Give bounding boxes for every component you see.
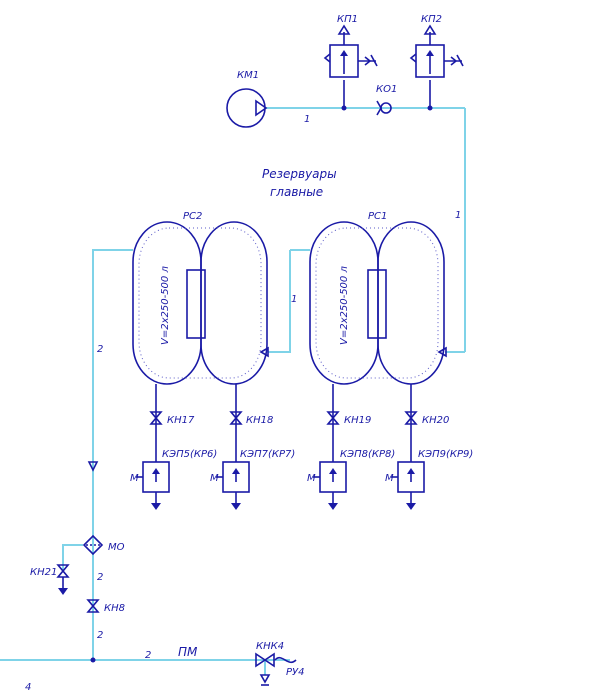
pc1-tank-right bbox=[377, 221, 445, 385]
drain-assembly-kn18 bbox=[216, 384, 250, 510]
valve-kn21 bbox=[56, 564, 70, 595]
label-kn18: КН18 bbox=[246, 415, 273, 426]
kn18-valve-icon bbox=[229, 411, 243, 425]
line-label-1-mid: 1 bbox=[291, 294, 297, 305]
kn21-valve-icon bbox=[56, 564, 70, 578]
label-ko1: КО1 bbox=[376, 84, 397, 95]
drain-assembly-kn20 bbox=[391, 384, 425, 510]
compressor-arrow-icon bbox=[255, 99, 268, 117]
pipe-left-riser bbox=[92, 249, 133, 660]
label-kn21: КН21 bbox=[30, 567, 57, 578]
drain-assembly-kn19 bbox=[313, 384, 347, 510]
pipe-kn21-branch bbox=[62, 544, 83, 570]
label-kep8: КЭП8(КР8) bbox=[340, 449, 395, 460]
label-kep9: КЭП9(КР9) bbox=[418, 449, 473, 460]
reservoir-pc1 bbox=[309, 221, 445, 385]
safety-valve-kp1 bbox=[323, 24, 378, 108]
valve-kn8 bbox=[86, 599, 100, 613]
label-kp1: КП1 bbox=[337, 14, 358, 25]
mo-body bbox=[82, 534, 104, 556]
label-knk4: КНК4 bbox=[256, 641, 284, 652]
pc2-window bbox=[186, 269, 206, 339]
line-label-1-right: 1 bbox=[455, 210, 461, 221]
check-valve-seat bbox=[376, 100, 382, 116]
pc1-window bbox=[367, 269, 387, 339]
label-kn19: КН19 bbox=[344, 415, 371, 426]
pc1-inlet-arrow-icon bbox=[437, 346, 447, 358]
pipelines bbox=[0, 107, 466, 675]
label-kep5: КЭП5(КР6) bbox=[162, 449, 217, 460]
knk4-drain-icon bbox=[259, 674, 271, 684]
line-label-2-a: 2 bbox=[97, 572, 103, 583]
line-label-4: 4 bbox=[25, 682, 31, 693]
label-pc2: РС2 bbox=[183, 211, 202, 222]
label-ru4: РУ4 bbox=[286, 667, 305, 678]
drain-assembly-kn17 bbox=[136, 384, 170, 510]
reservoir-pc2 bbox=[132, 221, 268, 385]
pc2-tank-right bbox=[200, 221, 268, 385]
label-m-2: M bbox=[210, 473, 219, 484]
kn20-valve-icon bbox=[404, 411, 418, 425]
knk4-valve-icon bbox=[255, 652, 275, 668]
label-kn17: КН17 bbox=[167, 415, 195, 426]
label-kn8: КН8 bbox=[104, 603, 125, 614]
line-label-2-main: 2 bbox=[145, 650, 151, 661]
label-kn20: КН20 bbox=[422, 415, 449, 426]
pipe-pc1-pc2 bbox=[268, 250, 291, 353]
ru4-link bbox=[274, 656, 297, 664]
label-m-1: M bbox=[130, 473, 139, 484]
label-pm: ПМ bbox=[178, 645, 198, 659]
kn17-valve-icon bbox=[149, 411, 163, 425]
compressor-km1 bbox=[226, 88, 268, 128]
label-kep7: КЭП7(КР7) bbox=[240, 449, 295, 460]
line-label-1-top: 1 bbox=[304, 114, 310, 125]
label-km1: КМ1 bbox=[237, 70, 259, 81]
check-valve-ko1 bbox=[376, 100, 392, 116]
heading-reservoirs: Резервуары bbox=[262, 167, 337, 181]
moisture-separator-mo bbox=[82, 534, 104, 556]
label-kp2: КП2 bbox=[421, 14, 442, 25]
compressor-circle bbox=[226, 88, 266, 128]
label-m-4: M bbox=[385, 473, 394, 484]
label-m-3: M bbox=[307, 473, 316, 484]
flow-arrow-icon bbox=[87, 461, 99, 472]
label-pc1: РС1 bbox=[368, 211, 387, 222]
line-label-2-left: 2 bbox=[97, 344, 103, 355]
label-mo: МО bbox=[108, 542, 125, 553]
valve-knk4 bbox=[255, 652, 297, 686]
pc2-inlet-arrow-icon bbox=[259, 346, 269, 358]
label-pc2-volume: V=2х250-500 л bbox=[160, 266, 171, 345]
heading-main: главные bbox=[270, 185, 323, 199]
safety-valve-kp2 bbox=[409, 24, 464, 108]
line-label-2-b: 2 bbox=[97, 630, 103, 641]
kn8-valve-icon bbox=[86, 599, 100, 613]
label-pc1-volume: V=2х250-500 л bbox=[339, 266, 350, 345]
kn19-valve-icon bbox=[326, 411, 340, 425]
